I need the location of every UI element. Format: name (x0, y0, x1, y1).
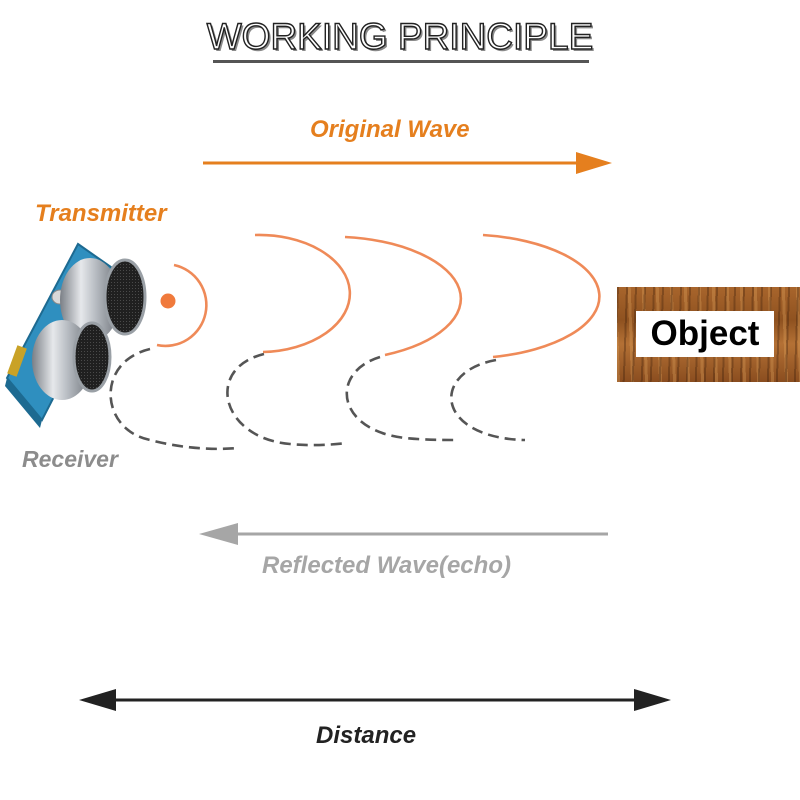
distance-label: Distance (316, 722, 417, 749)
title-underline (213, 60, 589, 63)
ultrasonic-sensor-icon (5, 242, 147, 428)
echo-arc-2 (226, 352, 348, 447)
object-label: Object (650, 314, 760, 353)
transmitted-arc-4 (482, 233, 601, 359)
echo-arc-4 (450, 358, 526, 442)
echo-wave-arcs (109, 347, 526, 451)
transmitter-label: Transmitter (35, 200, 167, 227)
distance-arrow (79, 689, 671, 711)
transmitter-mesh (103, 258, 147, 336)
original-wave-arrow (203, 152, 612, 174)
original-wave-label: Original Wave (310, 116, 470, 143)
transmitted-arc-1 (156, 263, 208, 348)
receiver-mesh (72, 321, 112, 393)
transmitted-arc-3 (344, 235, 463, 357)
object-label-background (636, 311, 774, 357)
receiver-label: Receiver (22, 446, 118, 472)
transmitted-arc-2 (254, 233, 352, 354)
echo-arc-1 (109, 347, 239, 451)
reflected-wave-label: Reflected Wave(echo) (262, 552, 511, 579)
diagram-title: WORKING PRINCIPLE (206, 15, 594, 57)
sensor-board-edge (5, 378, 42, 428)
transmitted-wave-arcs (156, 233, 601, 359)
transmitter-can (60, 258, 120, 342)
echo-arc-3 (345, 355, 459, 442)
reflected-wave-arrow (199, 523, 608, 545)
transmitter-dot (160, 293, 176, 309)
